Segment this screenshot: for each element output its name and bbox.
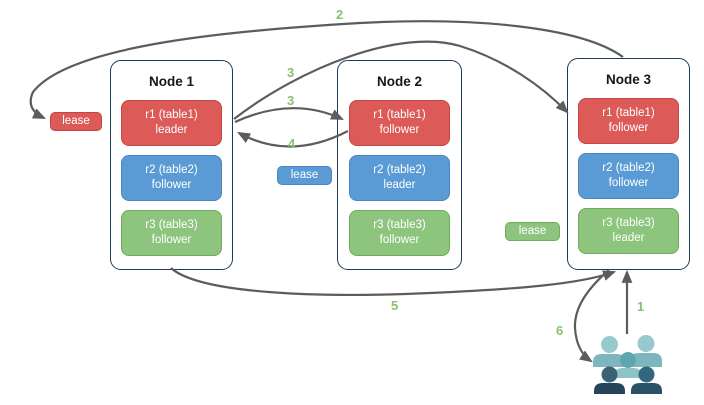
step-label-6: 6: [556, 323, 564, 338]
replica-name: r3 (table3): [373, 219, 426, 231]
replica-role: leader: [612, 232, 645, 244]
replica-role: follower: [608, 122, 649, 134]
node-2: Node 2 r1 (table1) follower r2 (table2) …: [337, 60, 462, 270]
users-group-icon: [593, 335, 662, 394]
node1-replica-r2: r2 (table2) follower: [121, 155, 222, 201]
lease-tag-r3: lease: [505, 222, 560, 241]
lease-tag-r2: lease: [277, 166, 332, 185]
step-label-4: 4: [288, 136, 296, 151]
replica-name: r2 (table2): [373, 164, 426, 176]
person-icon: [614, 352, 642, 378]
node1-replica-r1: r1 (table1) leader: [121, 100, 222, 146]
node-3-title: Node 3: [605, 72, 651, 87]
node3-replica-r2: r2 (table2) follower: [578, 153, 679, 199]
node-1-title: Node 1: [148, 74, 194, 89]
person-icon: [630, 335, 662, 367]
replica-name: r3 (table3): [145, 219, 198, 231]
node1-replica-r3: r3 (table3) follower: [121, 210, 222, 256]
lease-tag-r1: lease: [50, 112, 102, 131]
person-icon: [594, 366, 625, 394]
replica-role: leader: [383, 179, 416, 191]
node-2-title: Node 2: [376, 74, 422, 89]
replica-name: r1 (table1): [145, 109, 198, 121]
replica-role: follower: [379, 124, 420, 136]
arrow-step6: [573, 269, 610, 363]
replica-name: r2 (table2): [602, 162, 655, 174]
replica-role: follower: [379, 234, 420, 246]
step-label-1: 1: [637, 299, 645, 314]
replica-name: r1 (table1): [602, 107, 655, 119]
replica-name: r1 (table1): [373, 109, 426, 121]
node-3: Node 3 r1 (table1) follower r2 (table2) …: [567, 58, 690, 270]
person-icon: [631, 366, 662, 394]
arrow-step3-to-node2: [234, 107, 344, 124]
replica-name: r3 (table3): [602, 217, 655, 229]
arrow-step5: [170, 267, 617, 296]
step-label-5: 5: [391, 298, 399, 313]
node2-replica-r2: r2 (table2) leader: [349, 155, 450, 201]
replica-role: follower: [608, 177, 649, 189]
replica-name: r2 (table2): [145, 164, 198, 176]
replica-role: leader: [155, 124, 188, 136]
replica-role: follower: [151, 179, 192, 191]
replica-role: follower: [151, 234, 192, 246]
node3-replica-r3: r3 (table3) leader: [578, 208, 679, 254]
step-label-3a: 3: [287, 65, 295, 80]
step-label-2: 2: [336, 7, 344, 22]
node3-replica-r1: r1 (table1) follower: [578, 98, 679, 144]
node-1: Node 1 r1 (table1) leader r2 (table2) fo…: [110, 60, 233, 270]
step-label-3b: 3: [287, 93, 295, 108]
node2-replica-r1: r1 (table1) follower: [349, 100, 450, 146]
node2-replica-r3: r3 (table3) follower: [349, 210, 450, 256]
person-icon: [593, 336, 625, 367]
